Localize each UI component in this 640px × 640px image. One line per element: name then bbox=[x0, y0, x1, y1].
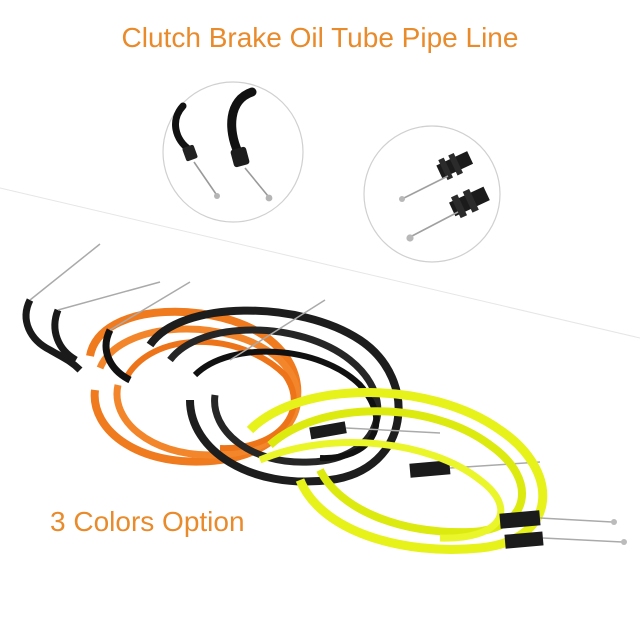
detail-circle-cable-end bbox=[162, 81, 304, 223]
product-title: Clutch Brake Oil Tube Pipe Line bbox=[121, 22, 519, 53]
divider-line bbox=[0, 187, 640, 339]
colors-option-caption: 3 Colors Option bbox=[50, 506, 245, 537]
yellow-cable bbox=[246, 388, 627, 554]
detail-circle-adjuster bbox=[363, 125, 501, 263]
